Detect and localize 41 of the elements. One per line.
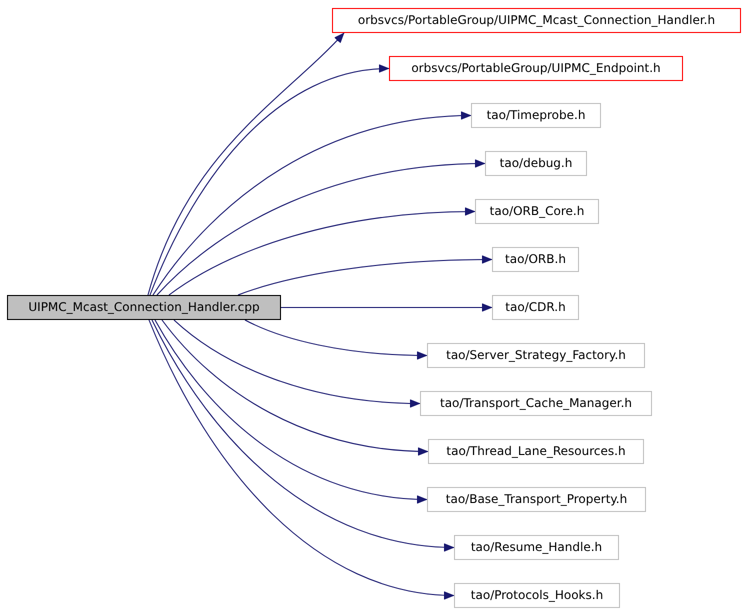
source-file-box [7, 295, 281, 320]
include-arrow [152, 320, 454, 552]
file-name: tao/Protocols_Hooks.h [470, 588, 604, 603]
include-arrow [280, 303, 492, 312]
file-name: tao/CDR.h [505, 300, 566, 315]
header-file-box [427, 343, 645, 368]
file-name: tao/Transport_Cache_Manager.h [440, 396, 632, 411]
include-arrow [238, 255, 492, 296]
file-name: tao/ORB.h [505, 252, 566, 267]
header-file-box [420, 391, 652, 416]
file-name: orbsvcs/PortableGroup/UIPMC_Endpoint.h [411, 61, 661, 76]
include-arrow [168, 207, 476, 296]
include-arrow [148, 320, 454, 599]
file-name: orbsvcs/PortableGroup/UIPMC_Mcast_Connection_Handler.h [358, 13, 716, 28]
file-name: tao/Timeprobe.h [486, 108, 586, 123]
file-name: tao/debug.h [500, 156, 572, 171]
header-file-box [427, 487, 646, 512]
header-file-box [492, 295, 579, 320]
header-file-box [332, 8, 741, 33]
file-name: tao/Resume_Handle.h [470, 540, 602, 555]
include-arrow [152, 112, 472, 296]
file-name: tao/ORB_Core.h [490, 204, 584, 219]
header-file-box [454, 583, 620, 608]
header-file-box [389, 56, 683, 81]
include-arrow [148, 32, 344, 296]
header-file-box [475, 199, 599, 224]
header-file-box [428, 439, 644, 464]
include-arrow [156, 160, 486, 296]
file-name: UIPMC_Mcast_Connection_Handler.cpp [28, 300, 260, 315]
include-arrow [154, 320, 428, 504]
include-arrow [162, 320, 428, 456]
header-file-box [492, 247, 579, 272]
file-name: tao/Base_Transport_Property.h [446, 492, 628, 507]
header-file-box [485, 151, 587, 176]
include-arrow [174, 320, 420, 408]
include-arrow [244, 320, 428, 360]
file-name: tao/Server_Strategy_Factory.h [446, 348, 626, 363]
header-file-box [454, 535, 619, 560]
include-arrow [150, 65, 390, 296]
file-name: tao/Thread_Lane_Resources.h [446, 444, 626, 459]
header-file-box [471, 103, 601, 128]
